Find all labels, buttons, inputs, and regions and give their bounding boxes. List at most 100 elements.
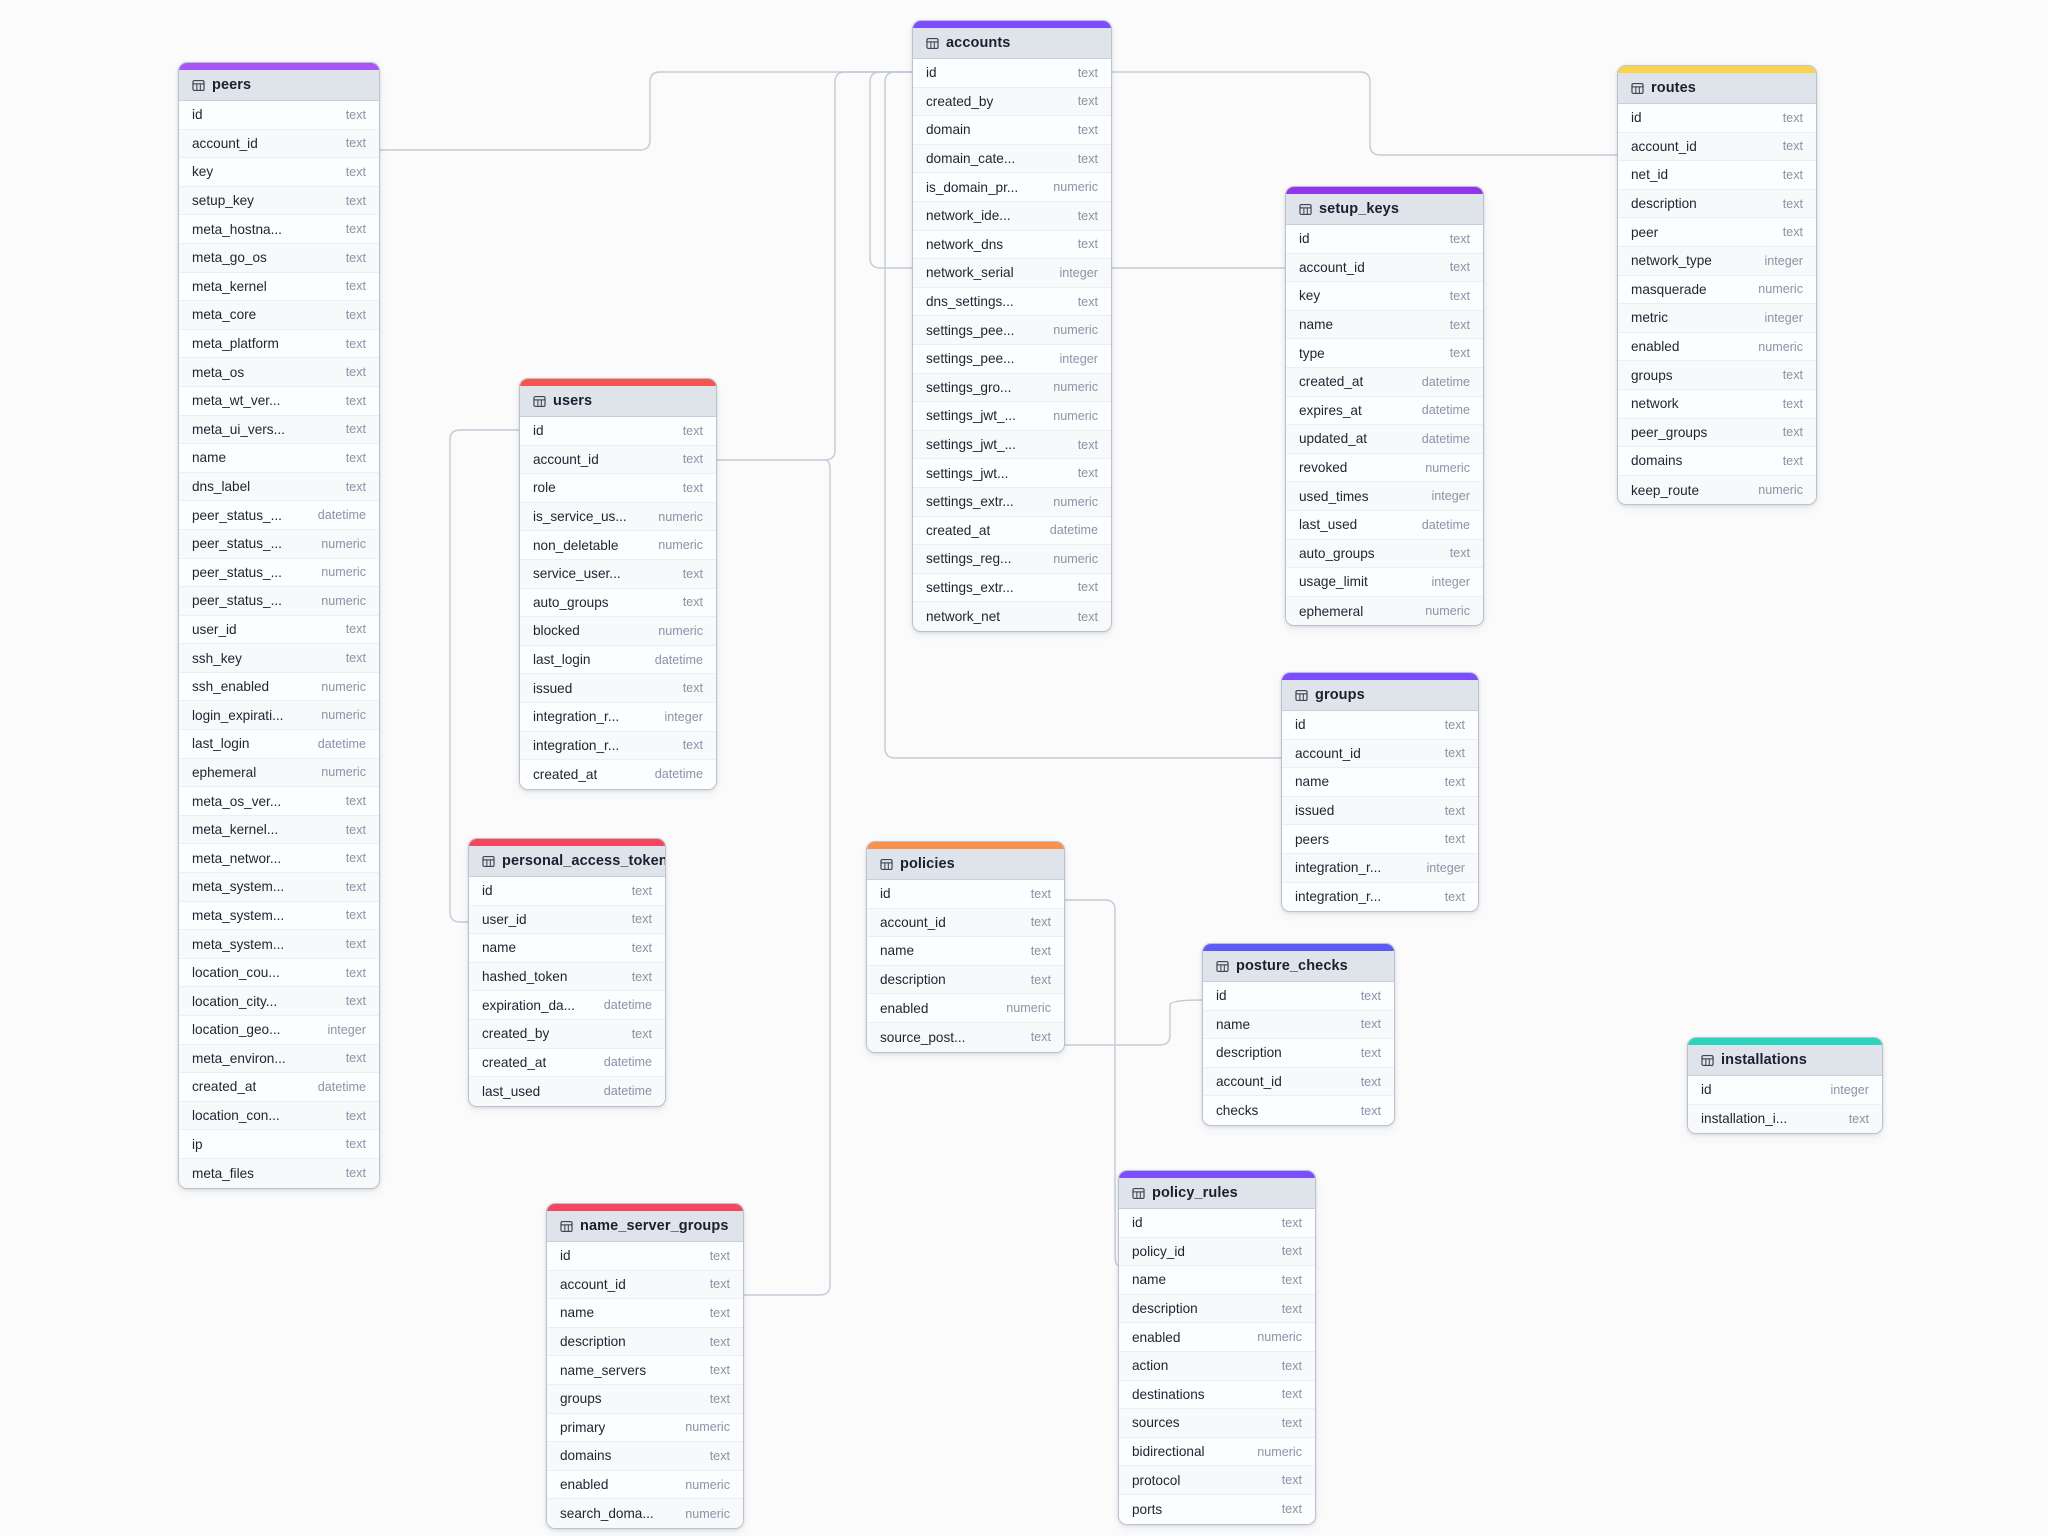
column-row[interactable]: location_cou...text [179, 958, 379, 988]
column-row[interactable]: settings_extr...numeric [913, 487, 1111, 517]
column-row[interactable]: meta_os_ver...text [179, 787, 379, 816]
column-row[interactable]: source_post...text [867, 1022, 1064, 1052]
column-row[interactable]: peer_status_...numeric [179, 529, 379, 559]
table-header-policy_rules[interactable]: policy_rules [1119, 1178, 1315, 1209]
column-row[interactable]: location_city...text [179, 987, 379, 1016]
column-row[interactable]: location_con...text [179, 1101, 379, 1131]
column-row[interactable]: peer_status_...numeric [179, 587, 379, 616]
column-row[interactable]: settings_pee...integer [913, 344, 1111, 374]
column-row[interactable]: is_service_us...numeric [520, 502, 716, 532]
column-row[interactable]: peer_status_...datetime [179, 501, 379, 530]
column-row[interactable]: expiration_da...datetime [469, 991, 665, 1020]
column-row[interactable]: settings_jwt...text [913, 459, 1111, 488]
table-header-policies[interactable]: policies [867, 849, 1064, 880]
column-row[interactable]: meta_kernel...text [179, 815, 379, 845]
column-row[interactable]: service_user...text [520, 559, 716, 589]
column-row[interactable]: peer_status_...numeric [179, 558, 379, 588]
column-row[interactable]: integration_r...text [1282, 882, 1478, 912]
table-header-users[interactable]: users [520, 386, 716, 417]
table-header-peers[interactable]: peers [179, 70, 379, 101]
column-row[interactable]: meta_system...text [179, 873, 379, 902]
column-row[interactable]: meta_environ...text [179, 1044, 379, 1074]
table-header-installations[interactable]: installations [1688, 1045, 1882, 1076]
column-row[interactable]: settings_extr...text [913, 573, 1111, 603]
column-row[interactable]: meta_system...text [179, 901, 379, 931]
column-row[interactable]: network_ide...text [913, 201, 1111, 231]
